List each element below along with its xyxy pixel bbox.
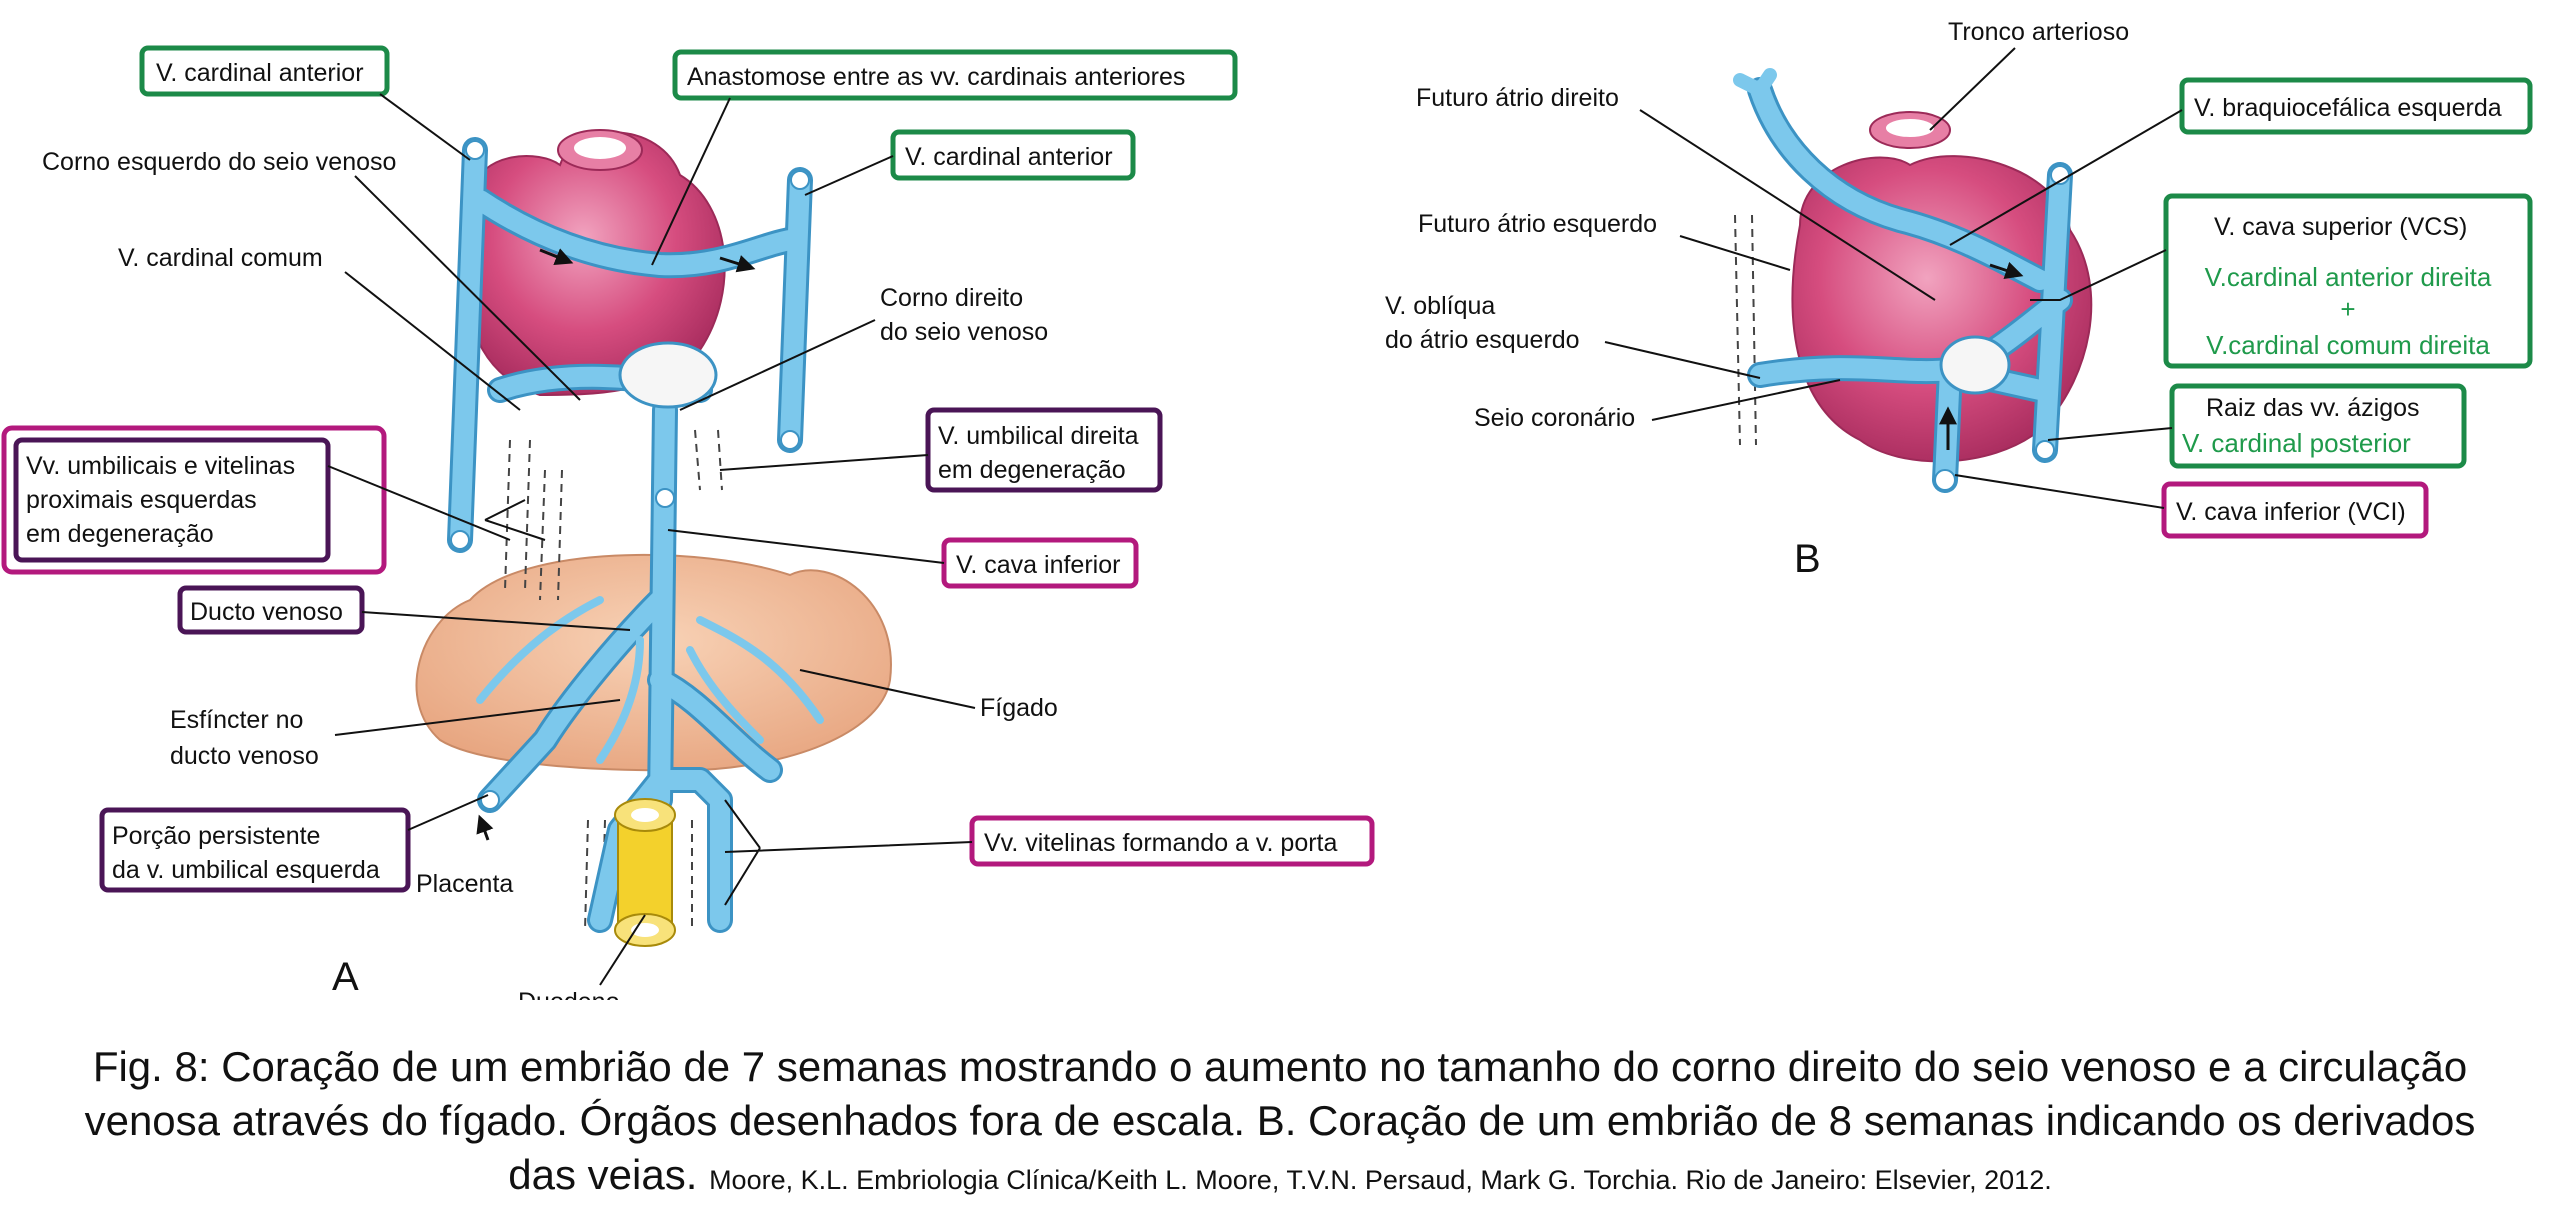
- label-v-cardinal-comum: V. cardinal comum: [118, 244, 323, 272]
- label-placenta: Placenta: [416, 870, 513, 898]
- panel-letter-b: B: [1794, 537, 1821, 581]
- placenta-arrow: [476, 814, 494, 841]
- label-vci: V. cava inferior (VCI): [2176, 498, 2406, 526]
- panel-a-labels: V. cardinal anterior Anastomose entre as…: [1, 45, 1375, 1000]
- label-vcs-green-plus: +: [2340, 294, 2355, 324]
- label-porcao-line2: da v. umbilical esquerda: [112, 856, 380, 884]
- label-braquiocefalica: V. braquiocefálica esquerda: [2194, 94, 2502, 122]
- label-umbilicais-line1: Vv. umbilicais e vitelinas: [26, 452, 295, 480]
- label-futuro-atrio-direito: Futuro átrio direito: [1416, 84, 1619, 112]
- panel-b-drawing: [1733, 68, 2093, 493]
- label-vcs: V. cava superior (VCS): [2214, 213, 2467, 241]
- label-vitelinas: Vv. vitelinas formando a v. porta: [984, 829, 1338, 857]
- label-duodeno: Duodeno: [518, 988, 619, 1000]
- label-figado: Fígado: [980, 694, 1058, 722]
- caption-reference: Moore, K.L. Embriologia Clínica/Keith L.…: [709, 1165, 2052, 1195]
- label-cava-inferior-a: V. cava inferior: [956, 551, 1120, 579]
- caption-main: Fig. 8: Coração de um embrião de 7 seman…: [84, 1043, 2476, 1198]
- figure-caption: Fig. 8: Coração de um embrião de 7 seman…: [60, 1040, 2500, 1207]
- degenerating-right-umbilical: [694, 429, 723, 491]
- panel-letter-a: A: [332, 955, 359, 999]
- label-obliqua-line2: do átrio esquerdo: [1385, 326, 1580, 354]
- label-v-cardinal-anterior-right: V. cardinal anterior: [905, 143, 1113, 171]
- label-tronco: Tronco arterioso: [1948, 18, 2129, 46]
- label-umbilicais-line3: em degeneração: [26, 520, 214, 548]
- label-vcs-green-line1: V.cardinal anterior direita: [2205, 262, 2492, 292]
- label-azigos-green: V. cardinal posterior: [2182, 428, 2411, 458]
- duodenum-shape: [614, 798, 676, 947]
- label-umbilical-direita-line2: em degeneração: [938, 456, 1126, 484]
- label-porcao-line1: Porção persistente: [112, 822, 320, 850]
- label-vcs-green-line2: V.cardinal comum direita: [2206, 330, 2490, 360]
- label-corno-direito-line2: do seio venoso: [880, 318, 1048, 346]
- label-corno-esquerdo: Corno esquerdo do seio venoso: [42, 148, 396, 176]
- panel-a-drawing: [415, 129, 892, 947]
- label-anastomose: Anastomose entre as vv. cardinais anteri…: [687, 63, 1185, 91]
- label-esfincter-line2: ducto venoso: [170, 742, 319, 770]
- label-esfincter-line1: Esfíncter no: [170, 706, 303, 734]
- label-umbilicais-line2: proximais esquerdas: [26, 486, 257, 514]
- label-obliqua-line1: V. oblíqua: [1385, 292, 1495, 320]
- dashed-left-cardinal-b: [1734, 214, 1757, 446]
- label-v-cardinal-anterior-left: V. cardinal anterior: [156, 59, 364, 87]
- veins-panel-b: [1733, 68, 2073, 493]
- label-futuro-atrio-esquerdo: Futuro átrio esquerdo: [1418, 210, 1657, 238]
- label-corno-direito-line1: Corno direito: [880, 284, 1023, 312]
- label-azigos: Raiz das vv. ázigos: [2206, 394, 2420, 422]
- degenerating-left-vessels: [504, 439, 563, 601]
- label-umbilical-direita-line1: V. umbilical direita: [938, 422, 1139, 450]
- label-seio-coronario: Seio coronário: [1474, 404, 1635, 432]
- label-ducto-venoso: Ducto venoso: [190, 598, 343, 626]
- embryonic-heart-diagram: V. cardinal anterior Anastomose entre as…: [1, 18, 2533, 1000]
- panel-b-labels: Tronco arterioso Futuro átrio direito V.…: [1385, 18, 2533, 581]
